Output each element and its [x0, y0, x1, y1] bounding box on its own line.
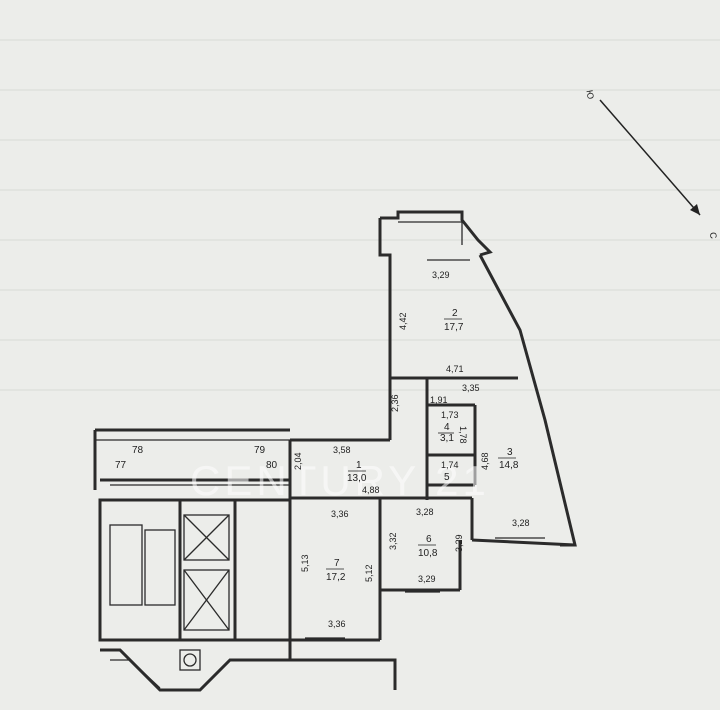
dim-r7-top: 3,36 [331, 509, 349, 519]
dim-r4-inner: 1,73 [441, 410, 459, 420]
dim-r2-left: 4,42 [398, 312, 408, 330]
dim-r2-bottom: 4,71 [446, 364, 464, 374]
compass-north-label: Ю [584, 89, 595, 100]
dim-r7-left: 5,13 [300, 554, 310, 572]
dim-r6-bottom: 3,29 [418, 574, 436, 584]
paper-lines [0, 39, 720, 391]
room-1-number: 1 [356, 460, 362, 471]
room-5-number: 5 [444, 472, 450, 483]
mark-79: 79 [254, 445, 266, 456]
dim-hall-top: 3,58 [333, 445, 351, 455]
mark-78: 78 [132, 445, 144, 456]
compass-arrow: Ю С [584, 89, 718, 240]
mark-77: 77 [115, 460, 127, 471]
dim-r6-right: 3,29 [454, 534, 464, 552]
dim-hall-bottom: 4,88 [362, 485, 380, 495]
room-6-number: 6 [426, 534, 432, 545]
dim-r4-side: 1,78 [458, 426, 468, 444]
dimension-labels: 3,29 4,42 4,71 3,35 4,68 3,28 1,91 1,73 … [293, 270, 530, 629]
room-7-number: 7 [334, 558, 340, 569]
dim-r7-right: 5,12 [364, 564, 374, 582]
dim-hall-side-b: 2,04 [293, 452, 303, 470]
room-4-area: 3,1 [440, 433, 454, 444]
room-2-number: 2 [452, 308, 458, 319]
walls [93, 210, 577, 692]
dim-r3-top: 3,35 [462, 383, 480, 393]
dim-r4-top: 1,91 [430, 395, 448, 405]
dim-r7-bottom: 3,36 [328, 619, 346, 629]
dim-r6-top: 3,28 [416, 507, 434, 517]
room-labels: 2 17,7 1 13,0 3 14,8 4 3,1 5 6 10,8 7 17… [326, 308, 519, 583]
dim-r3-bottom: 3,28 [512, 518, 530, 528]
room-3-area: 14,8 [499, 460, 519, 471]
room-4-number: 4 [444, 422, 450, 433]
dim-r6-left: 3,32 [388, 532, 398, 550]
compass-south-label: С [708, 231, 719, 240]
watermark: CENTURY 21 [190, 457, 490, 504]
corridor-marks: 78 77 79 80 [115, 445, 278, 471]
mark-80: 80 [266, 460, 278, 471]
room-6-area: 10,8 [418, 548, 438, 559]
room-1-area: 13,0 [347, 473, 367, 484]
room-7-area: 17,2 [326, 572, 346, 583]
dim-r3-left: 4,68 [480, 452, 490, 470]
dim-hall-side-a: 2,36 [390, 394, 400, 412]
dim-r2-top: 3,29 [432, 270, 450, 280]
room-3-number: 3 [507, 447, 513, 458]
dim-r5-top: 1,74 [441, 460, 459, 470]
room-2-area: 17,7 [444, 322, 464, 333]
